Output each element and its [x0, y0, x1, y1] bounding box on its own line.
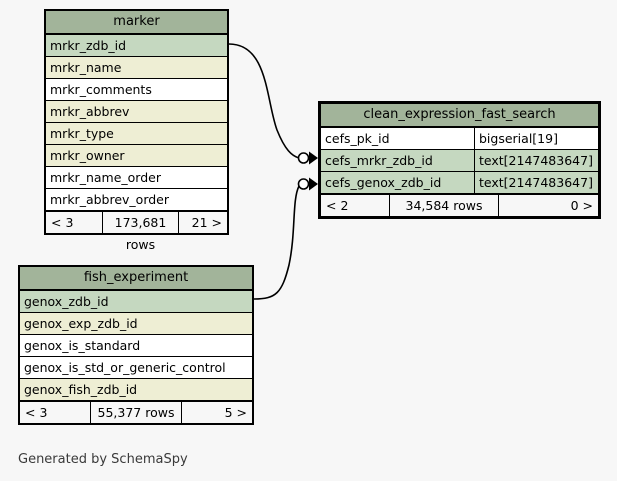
table-fish-experiment-title: fish_experiment — [20, 267, 252, 291]
column-type: text[2147483647] — [474, 150, 598, 171]
table-row[interactable]: genox_zdb_id — [20, 291, 252, 313]
table-row[interactable]: mrkr_comments — [46, 79, 227, 101]
table-row[interactable]: genox_fish_zdb_id — [20, 379, 252, 401]
column-name: mrkr_name — [50, 60, 122, 75]
table-fish-experiment[interactable]: fish_experiment genox_zdb_id genox_exp_z… — [18, 265, 254, 425]
table-row[interactable]: genox_is_std_or_generic_control — [20, 357, 252, 379]
table-row[interactable]: mrkr_name_order — [46, 167, 227, 189]
table-row[interactable]: genox_is_standard — [20, 335, 252, 357]
edge-fish-optional-marker — [297, 178, 310, 190]
edge-fish-to-cefs — [253, 185, 300, 300]
children-count[interactable]: 5 > — [224, 405, 247, 420]
table-row[interactable]: mrkr_zdb_id — [46, 35, 227, 57]
table-footer: < 2 34,584 rows 0 > — [321, 194, 598, 216]
column-name: cefs_genox_zdb_id — [325, 175, 442, 190]
column-name: mrkr_abbrev — [50, 104, 130, 119]
table-row[interactable]: mrkr_abbrev — [46, 101, 227, 123]
edge-fish-crowsfoot — [309, 177, 318, 191]
edge-marker-to-cefs — [228, 43, 300, 159]
column-name: mrkr_name_order — [50, 170, 161, 185]
column-name: genox_is_standard — [24, 338, 141, 353]
column-name: mrkr_owner — [50, 148, 125, 163]
column-name: genox_zdb_id — [24, 294, 109, 309]
parents-count[interactable]: < 3 — [25, 405, 48, 420]
column-name: mrkr_abbrev_order — [50, 192, 170, 207]
column-name: mrkr_type — [50, 126, 114, 141]
parents-count[interactable]: < 3 — [51, 215, 74, 230]
column-name: genox_exp_zdb_id — [24, 316, 138, 331]
row-count: 173,681 rows — [102, 212, 179, 252]
column-name: cefs_pk_id — [325, 131, 390, 146]
table-row[interactable]: genox_exp_zdb_id — [20, 313, 252, 335]
table-row[interactable]: mrkr_type — [46, 123, 227, 145]
column-type: text[2147483647] — [474, 172, 598, 193]
column-name: mrkr_zdb_id — [50, 38, 127, 53]
table-marker-title: marker — [46, 11, 227, 35]
table-row[interactable]: cefs_genox_zdb_id text[2147483647] — [321, 172, 598, 194]
edge-marker-optional-marker — [297, 152, 310, 164]
children-count[interactable]: 0 > — [570, 198, 593, 213]
table-row[interactable]: mrkr_owner — [46, 145, 227, 167]
table-row[interactable]: cefs_pk_id bigserial[19] — [321, 128, 598, 150]
table-footer: < 3 173,681 rows 21 > — [46, 211, 227, 252]
table-row[interactable]: mrkr_abbrev_order — [46, 189, 227, 211]
row-count: 34,584 rows — [389, 195, 499, 216]
table-row[interactable]: cefs_mrkr_zdb_id text[2147483647] — [321, 150, 598, 172]
column-name: cefs_mrkr_zdb_id — [325, 153, 433, 168]
diagram-caption: Generated by SchemaSpy — [18, 452, 188, 467]
column-name: genox_is_std_or_generic_control — [24, 360, 226, 375]
table-footer: < 3 55,377 rows 5 > — [20, 401, 252, 423]
column-name: mrkr_comments — [50, 82, 152, 97]
column-type: bigserial[19] — [474, 128, 598, 149]
table-clean-expression-fast-search-title: clean_expression_fast_search — [321, 104, 598, 128]
children-count[interactable]: 21 > — [191, 215, 222, 230]
table-clean-expression-fast-search[interactable]: clean_expression_fast_search cefs_pk_id … — [318, 101, 601, 219]
row-count: 55,377 rows — [90, 402, 182, 423]
column-name: genox_fish_zdb_id — [24, 382, 138, 397]
table-row[interactable]: mrkr_name — [46, 57, 227, 79]
edge-marker-crowsfoot — [309, 151, 318, 165]
parents-count[interactable]: < 2 — [326, 198, 349, 213]
table-marker[interactable]: marker mrkr_zdb_id mrkr_name mrkr_commen… — [44, 9, 229, 252]
